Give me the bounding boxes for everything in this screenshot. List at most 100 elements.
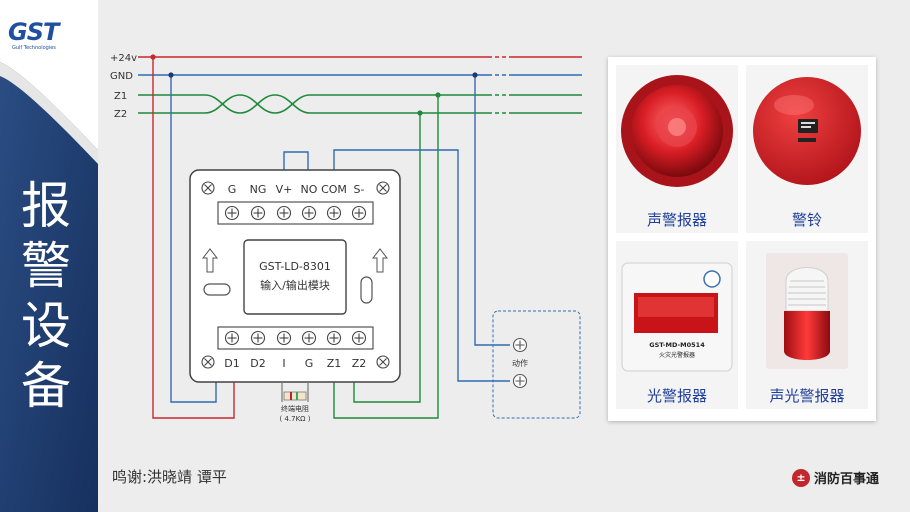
resistor-body [283,391,307,401]
title-char: 报 [21,177,71,235]
title-char: 警 [21,237,71,295]
device-card-sounder-strobe: 声光警报器 [746,241,868,409]
top-terminal-screw [326,205,342,221]
strobe-text-print: 火灾光警报器 [659,351,695,359]
mount-screw-icon [376,181,390,195]
bus-24v-label: +24v [110,53,137,64]
junction-dots [150,54,478,116]
mount-screw-icon [376,355,390,369]
action-contact: 动作 [492,310,581,419]
arrow-up-icon [201,248,219,273]
bus-z2-line [138,94,582,114]
module-desc: 输入/输出模块 [260,278,330,292]
sidebar-white-curve [0,0,98,150]
logo-text: GST [8,18,59,46]
brand: ± 消防百事通 [792,468,879,487]
bottom-terminal-screw [326,330,342,346]
bottom-terminal-screw [301,330,317,346]
bottom-terminal-label: Z1 [327,357,342,370]
mount-screw-icon [201,181,215,195]
title-char: 设 [21,297,71,355]
top-terminal-screw [276,205,292,221]
action-terminal [512,337,528,353]
arrow-up-icon [371,248,389,273]
sounder-strobe-image [766,253,848,369]
wire-gnd-action [474,75,510,346]
top-terminal-label: NO [301,183,318,196]
top-terminal-label: COM [321,183,347,196]
bus-z2-label: Z2 [114,109,127,120]
wire-z1-module [333,95,439,419]
sidebar-curve-accent [0,62,98,164]
junction-dot [150,54,156,60]
device-card-sounder: 声警报器 [616,65,738,233]
wire-vplus-no [283,151,309,170]
bottom-terminal-strip [217,326,374,350]
bottom-terminal-label: D2 [250,357,265,370]
action-label: 动作 [512,358,528,368]
bottom-terminal-label: Z2 [352,357,367,370]
resistor-leads [281,382,309,402]
resistor-value: ( 4.7KΩ ) [280,415,311,423]
bus-gap [506,53,509,117]
bus-gap [499,53,502,117]
sounder-image [621,75,733,187]
action-box [492,310,581,419]
bottom-terminal-screw [224,330,240,346]
bus-gnd-label: GND [110,71,133,82]
device-panel: 声警报器 警铃 [608,57,876,421]
resistor-band [296,392,298,400]
device-name: 警铃 [791,211,822,229]
bus-lines [138,53,582,117]
wire-24v-d2 [152,57,235,419]
bottom-terminal-label: G [305,357,314,370]
bell-image [753,77,861,185]
bottom-terminal-screw [351,330,367,346]
action-terminal [512,373,528,389]
device-card-bell: 警铃 [746,65,868,233]
top-terminal-label: G [228,183,237,196]
top-terminal-label: V+ [276,183,293,196]
bottom-terminal-screw [276,330,292,346]
strobe-model-print: GST-MD-M0514 [649,341,705,349]
logo-subtitle: Gulf Technologies [12,45,56,51]
top-terminal-label: NG [250,183,267,196]
junction-dot [435,92,441,98]
slide-title: 报 警 设 备 [14,176,78,416]
top-terminal-strip [217,201,374,225]
device-card-strobe: GST-MD-M0514 火灾光警报器 光警报器 [616,241,738,409]
top-terminal-screw [351,205,367,221]
top-terminal-screw [250,205,266,221]
top-terminal-screw [224,205,240,221]
junction-dot [168,72,174,78]
top-terminal-screw [301,205,317,221]
title-char: 备 [21,357,71,415]
slot-icon [203,283,231,296]
bottom-terminal-screw [250,330,266,346]
bottom-terminal-label: I [282,357,285,370]
top-terminal-label: S- [354,183,365,196]
bus-z1-label: Z1 [114,91,127,102]
bus-gap [492,53,495,117]
strobe-image: GST-MD-M0514 火灾光警报器 [621,262,733,372]
junction-dot [417,110,423,116]
device-name: 声光警报器 [769,387,845,405]
module-label-box [243,239,347,315]
slot-icon [360,276,373,304]
device-name: 声警报器 [646,211,707,229]
device-name: 光警报器 [646,387,707,405]
credit-text: 鸣谢:洪晓靖 谭平 [112,468,227,486]
bottom-terminal-label: D1 [224,357,239,370]
drop-wires [152,57,510,419]
module-model: GST-LD-8301 [259,260,331,273]
resistor-label: 终端电阻 [281,404,309,413]
mount-screw-icon [201,355,215,369]
brand-name: 消防百事通 [814,472,880,487]
junction-dot [472,72,478,78]
brand-mark-icon: ± [792,468,810,487]
bus-z1-line [138,94,582,114]
